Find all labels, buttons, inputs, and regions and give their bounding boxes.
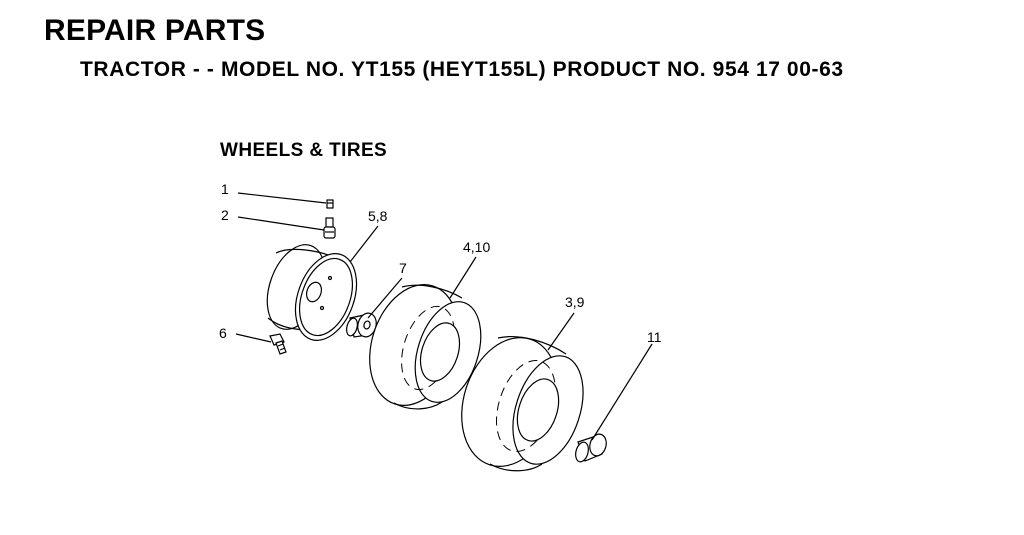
callout-11: 11 [647, 329, 662, 345]
valve-stem-part [323, 217, 336, 239]
leader-line-2 [237, 216, 325, 231]
leader-line-5-8 [349, 225, 379, 263]
callout-labels: 1 2 5,8 7 4,10 3,9 6 11 [219, 181, 662, 345]
leader-lines [235, 192, 653, 441]
rear-tire-part [461, 336, 584, 472]
callout-2: 2 [221, 207, 229, 223]
callout-1: 1 [221, 181, 229, 197]
section-title: WHEELS & TIRES [220, 140, 388, 161]
leader-line-4-10 [449, 256, 477, 299]
callout-4-10: 4,10 [463, 239, 490, 255]
hub-cap-part [575, 433, 607, 463]
callout-6: 6 [219, 325, 227, 341]
leader-line-1 [237, 192, 327, 204]
page-title: REPAIR PARTS [44, 14, 266, 47]
model-subtitle: TRACTOR - - MODEL NO. YT155 (HEYT155L) P… [80, 58, 844, 81]
callout-5-8: 5,8 [368, 208, 388, 224]
leader-line-7 [367, 277, 403, 319]
wheel-bushing-part [346, 312, 377, 338]
callout-3-9: 3,9 [565, 294, 585, 310]
leader-line-6 [235, 333, 272, 343]
lug-bolt-part [269, 333, 287, 355]
valve-cap-part [326, 199, 334, 209]
leader-line-11 [591, 343, 653, 441]
wheel-rim-part [266, 244, 358, 341]
front-tire-part [369, 284, 482, 410]
callout-7: 7 [399, 260, 407, 276]
leader-line-3-9 [547, 312, 575, 351]
